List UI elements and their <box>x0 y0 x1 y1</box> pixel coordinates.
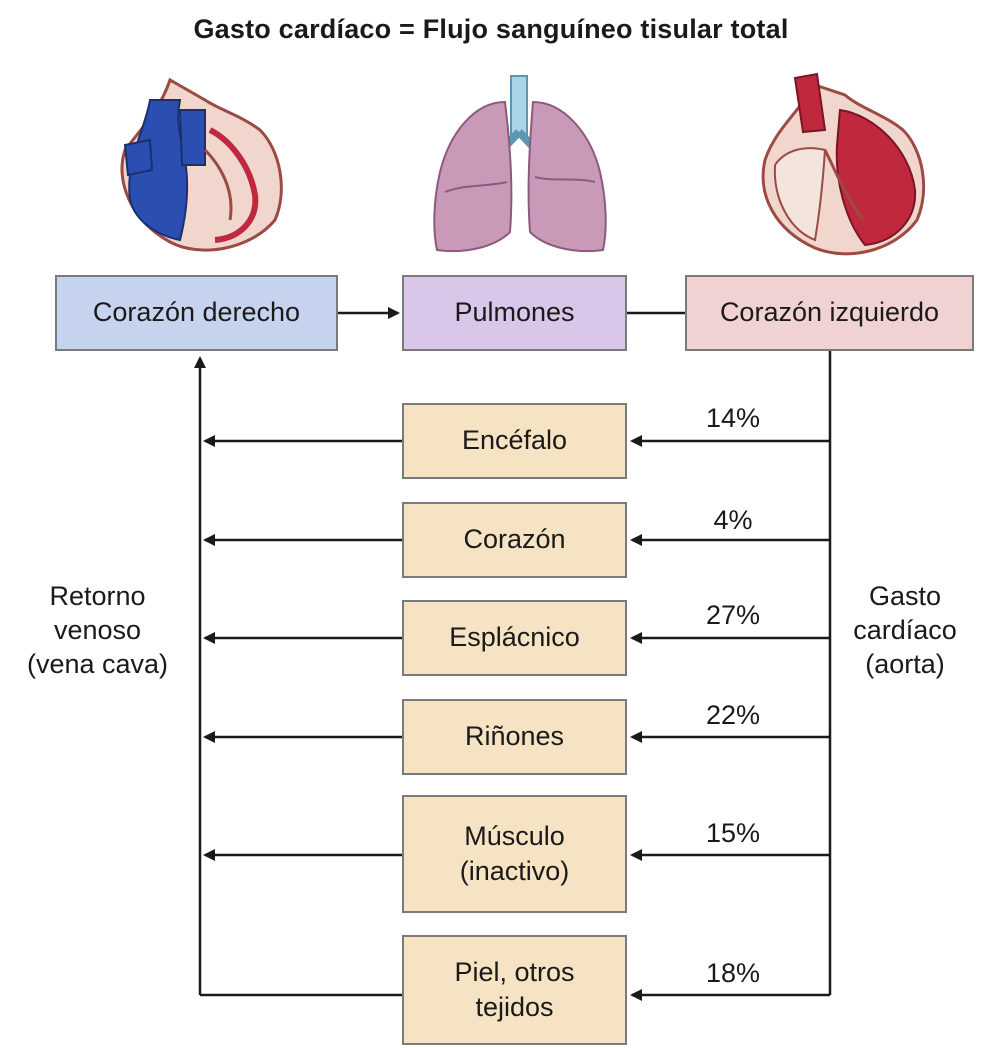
flow-connectors <box>0 0 982 1048</box>
